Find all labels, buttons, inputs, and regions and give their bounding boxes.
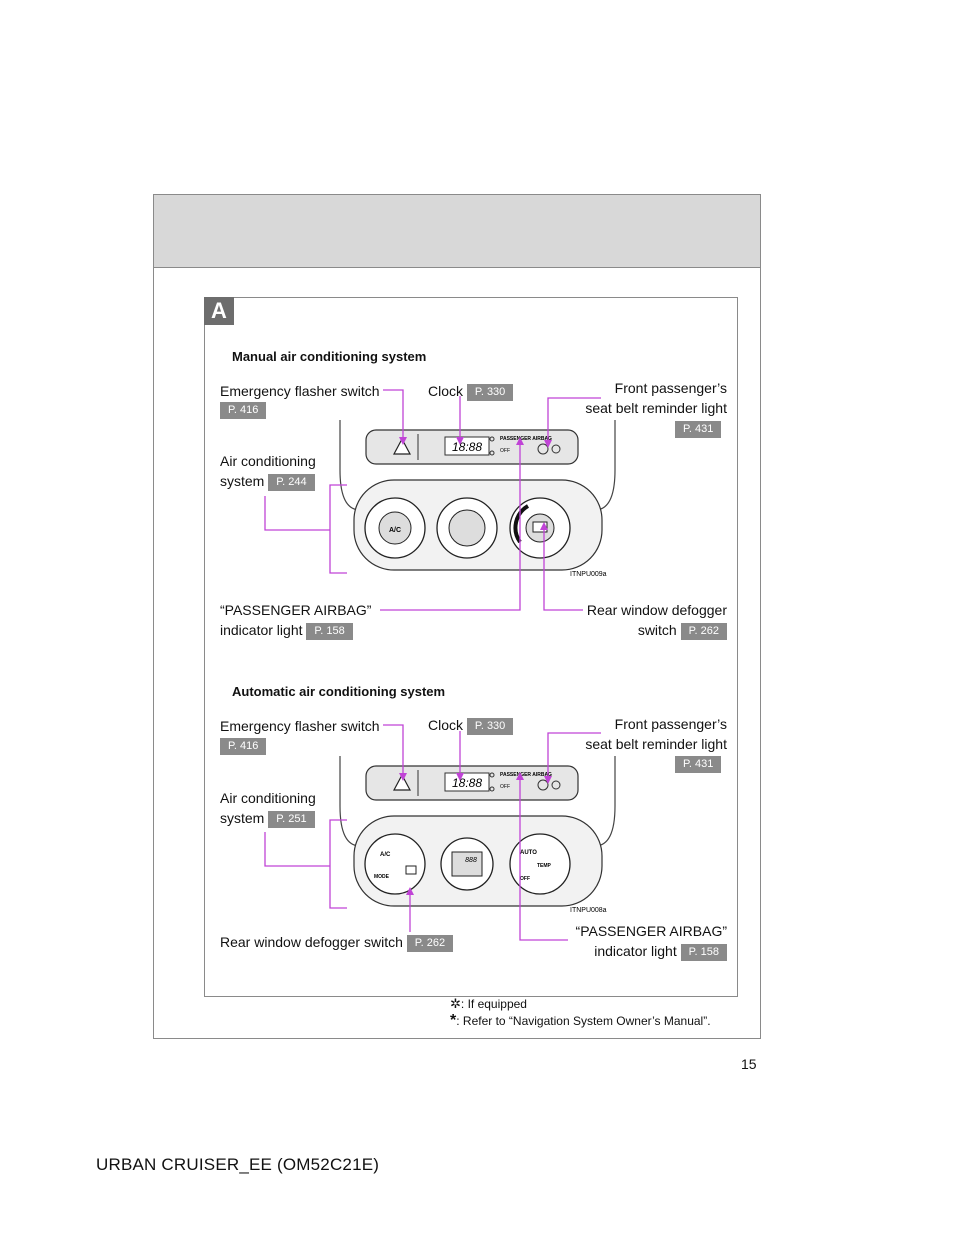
seatbelt-indicator-icon — [551, 444, 561, 454]
manual-airbag-label: “PASSENGER AIRBAG” indicator light P. 15… — [220, 602, 372, 640]
airbag-indicator-icon — [537, 779, 549, 791]
auto-console-illustration: 18:88 PASSENGER AIRBAG OFF A/C MODE 888 … — [339, 756, 616, 914]
auto-clock-display — [444, 772, 490, 792]
manual-seatbelt-label: Front passenger’s seat belt reminder lig… — [585, 380, 727, 416]
footnote-equipped: ✲: If equipped — [450, 996, 527, 1011]
auto-seatbelt-label: Front passenger’s seat belt reminder lig… — [585, 716, 727, 752]
auto-clock-label: Clock P. 330 — [428, 715, 514, 735]
auto-off-button-text[interactable]: OFF — [520, 876, 530, 882]
auto-mode-button-text[interactable]: MODE — [374, 874, 390, 880]
page-number: 15 — [741, 1056, 757, 1072]
auto-airbag-ref[interactable]: P. 158 — [680, 943, 727, 961]
manual-airbag-leader — [380, 445, 521, 611]
asterisk-1-icon: ✲ — [450, 996, 461, 1011]
manual-ac-leader-a — [264, 496, 330, 531]
auto-auto-button-text[interactable]: AUTO — [520, 850, 537, 856]
auto-section-title: Automatic air conditioning system — [232, 684, 446, 699]
auto-temp-button-text[interactable]: TEMP — [537, 863, 552, 869]
manual-flasher-ref[interactable]: P. 416 — [220, 402, 267, 419]
auto-ac-button-text[interactable]: A/C — [380, 852, 391, 858]
seatbelt-indicator-icon — [551, 780, 561, 790]
manual-seatbelt-leader — [547, 397, 601, 440]
manual-seatbelt-ref[interactable]: P. 431 — [675, 421, 722, 438]
auto-ac-label: Air conditioning system P. 251 — [220, 790, 316, 828]
auto-defogger-label: Rear window defogger switch P. 262 — [220, 932, 454, 952]
hazard-icon[interactable] — [393, 437, 411, 455]
manual-flasher-leader — [383, 389, 404, 437]
manual-flasher-label: Emergency flasher switch — [220, 383, 380, 399]
auto-seatbelt-leader — [547, 732, 601, 776]
auto-clock-ref[interactable]: P. 330 — [466, 717, 514, 735]
manual-ac-button-text[interactable]: A/C — [389, 527, 401, 534]
footnote-navigation: *: Refer to “Navigation System Owner’s M… — [450, 1012, 711, 1029]
auto-airbag-leader — [519, 780, 568, 941]
auto-airbag-label: “PASSENGER AIRBAG” indicator light P. 15… — [575, 923, 727, 961]
manual-defogger-ref[interactable]: P. 262 — [680, 622, 727, 640]
manual-airbag-ref[interactable]: P. 158 — [306, 622, 353, 640]
auto-flasher-leader — [383, 724, 404, 773]
auto-flasher-label: Emergency flasher switch — [220, 718, 380, 734]
manual-off-text: OFF — [500, 448, 510, 454]
defogger-button-icon[interactable] — [405, 865, 417, 875]
manual-image-code: ITNPU009a — [570, 571, 607, 578]
auto-ac-leader-a — [264, 832, 330, 867]
auto-ac-ref[interactable]: P. 251 — [268, 810, 315, 828]
section-panel — [204, 297, 738, 997]
auto-image-code: ITNPU008a — [570, 907, 607, 914]
manual-ac-ref[interactable]: P. 244 — [268, 473, 315, 491]
manual-airbag-text: PASSENGER AIRBAG — [500, 436, 552, 442]
page-footer: URBAN CRUISER_EE (OM52C21E) — [96, 1155, 380, 1174]
section-badge: A — [204, 297, 234, 325]
defogger-button-icon[interactable] — [532, 521, 548, 533]
hazard-icon[interactable] — [393, 773, 411, 791]
manual-clock-label: Clock P. 330 — [428, 381, 514, 401]
manual-ac-label: Air conditioning system P. 244 — [220, 453, 316, 491]
auto-flasher-ref[interactable]: P. 416 — [220, 738, 267, 755]
manual-section-title: Manual air conditioning system — [232, 349, 427, 364]
auto-defogger-ref[interactable]: P. 262 — [406, 934, 454, 952]
auto-ac-bracket — [329, 819, 347, 909]
manual-clock-ref[interactable]: P. 330 — [466, 383, 514, 401]
auto-seatbelt-ref[interactable]: P. 431 — [675, 756, 722, 773]
auto-off-text: OFF — [500, 784, 510, 790]
airbag-indicator-icon — [537, 443, 549, 455]
manual-console-illustration: 18:88 PASSENGER AIRBAG OFF A/C ITNPU009a — [339, 420, 616, 578]
manual-defogger-leader — [543, 530, 583, 611]
auto-left-control[interactable] — [364, 833, 426, 895]
page-frame — [153, 194, 761, 1039]
auto-fan-digits: 888 — [465, 857, 477, 864]
manual-defogger-label: Rear window defogger switch P. 262 — [586, 602, 727, 640]
auto-right-control[interactable] — [509, 833, 571, 895]
manual-clock-display — [444, 436, 490, 456]
asterisk-2-icon: * — [450, 1012, 457, 1029]
header-band — [154, 195, 760, 268]
manual-ac-bracket — [329, 484, 347, 574]
auto-airbag-text: PASSENGER AIRBAG — [500, 772, 552, 778]
